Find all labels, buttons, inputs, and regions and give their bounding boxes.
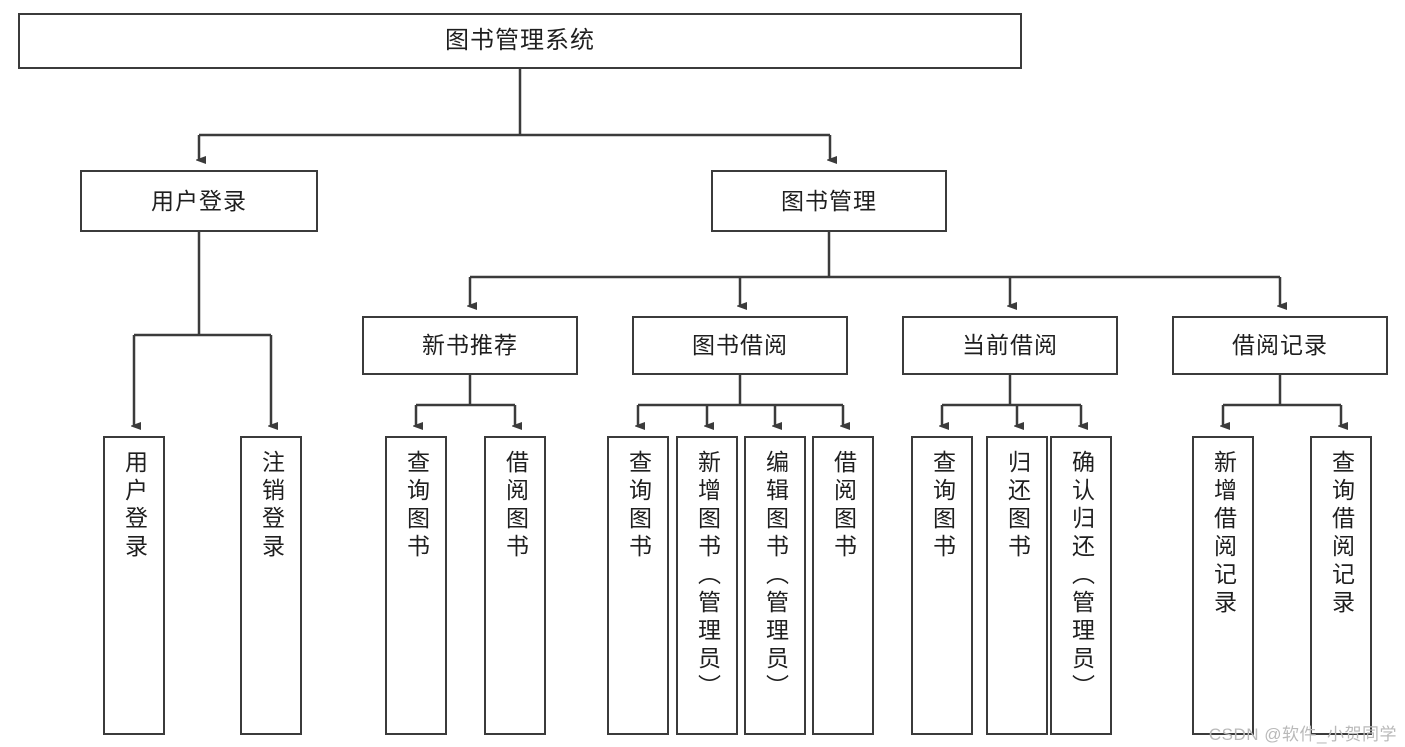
node-book-manage-label: 图书管理 (781, 187, 877, 214)
node-leaf-query-book-rec[interactable]: 查询图书 (385, 436, 447, 735)
node-new-book-rec-label: 新书推荐 (422, 332, 518, 359)
node-borrow-record[interactable]: 借阅记录 (1172, 316, 1388, 375)
node-leaf-edit-book[interactable]: 编辑图书（管理员） (744, 436, 806, 735)
node-book-borrow[interactable]: 图书借阅 (632, 316, 848, 375)
node-leaf-query-book-cur[interactable]: 查询图书 (911, 436, 973, 735)
node-new-book-rec[interactable]: 新书推荐 (362, 316, 578, 375)
node-leaf-borrow-book-rec-label: 借阅图书 (502, 450, 529, 562)
node-leaf-user-login-label: 用户登录 (121, 450, 148, 562)
node-leaf-query-record[interactable]: 查询借阅记录 (1310, 436, 1372, 735)
node-leaf-add-record[interactable]: 新增借阅记录 (1192, 436, 1254, 735)
node-leaf-query-book-cur-label: 查询图书 (929, 450, 956, 562)
node-leaf-user-login[interactable]: 用户登录 (103, 436, 165, 735)
node-root[interactable]: 图书管理系统 (18, 13, 1022, 69)
node-leaf-borrow-book-label: 借阅图书 (830, 450, 857, 562)
node-borrow-record-label: 借阅记录 (1232, 332, 1328, 359)
node-book-borrow-label: 图书借阅 (692, 332, 788, 359)
node-user-login[interactable]: 用户登录 (80, 170, 318, 232)
node-book-manage[interactable]: 图书管理 (711, 170, 947, 232)
node-leaf-query-record-label: 查询借阅记录 (1328, 450, 1355, 618)
node-current-borrow-label: 当前借阅 (962, 332, 1058, 359)
node-leaf-edit-book-label: 编辑图书（管理员） (762, 450, 789, 702)
node-leaf-add-book-label: 新增图书（管理员） (694, 450, 721, 702)
node-current-borrow[interactable]: 当前借阅 (902, 316, 1118, 375)
node-leaf-logout[interactable]: 注销登录 (240, 436, 302, 735)
node-root-label: 图书管理系统 (445, 27, 595, 55)
watermark: CSDN @软件_小贺同学 (1208, 725, 1397, 744)
node-leaf-confirm-return[interactable]: 确认归还（管理员） (1050, 436, 1112, 735)
node-leaf-add-book[interactable]: 新增图书（管理员） (676, 436, 738, 735)
node-leaf-return-book-label: 归还图书 (1004, 450, 1031, 562)
node-leaf-query-book-rec-label: 查询图书 (403, 450, 430, 562)
node-leaf-query-book[interactable]: 查询图书 (607, 436, 669, 735)
node-leaf-query-book-label: 查询图书 (625, 450, 652, 562)
node-leaf-add-record-label: 新增借阅记录 (1210, 450, 1237, 618)
node-leaf-borrow-book[interactable]: 借阅图书 (812, 436, 874, 735)
node-leaf-confirm-return-label: 确认归还（管理员） (1068, 450, 1095, 702)
node-leaf-logout-label: 注销登录 (258, 450, 285, 562)
node-leaf-borrow-book-rec[interactable]: 借阅图书 (484, 436, 546, 735)
node-user-login-label: 用户登录 (151, 187, 247, 214)
node-leaf-return-book[interactable]: 归还图书 (986, 436, 1048, 735)
